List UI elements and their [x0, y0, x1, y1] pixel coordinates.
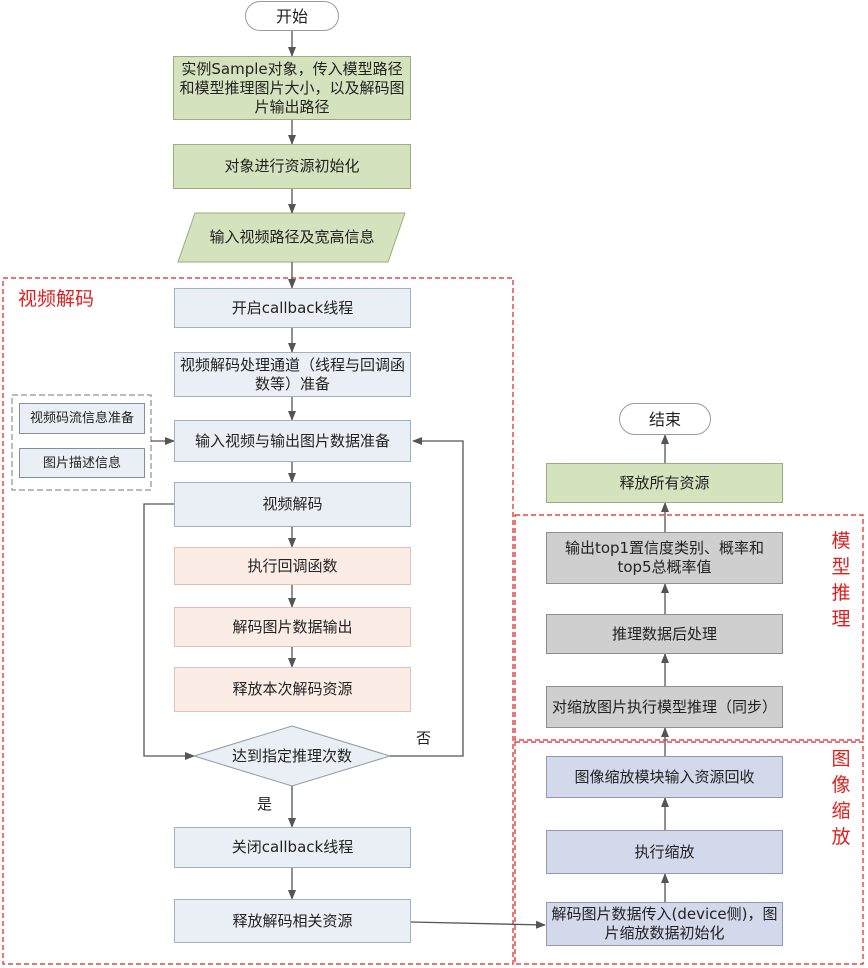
decision-node: 达到指定推理次数 — [200, 741, 384, 771]
group-model-infer-frame — [514, 514, 864, 741]
group-video-decode-frame — [2, 277, 514, 965]
step-video-decode: 视频解码 — [174, 482, 411, 527]
step-decode-output-label: 解码图片数据输出 — [232, 617, 353, 636]
side-input-image-desc: 图片描述信息 — [19, 448, 145, 478]
step-resize-recycle-label: 图像缩放模块输入资源回收 — [574, 767, 755, 786]
step-release-all: 释放所有资源 — [546, 463, 783, 503]
step-release-decode-once: 释放本次解码资源 — [174, 667, 411, 712]
step-model-infer: 对缩放图片执行模型推理（同步） — [546, 686, 783, 728]
branch-no-label: 否 — [416, 729, 432, 747]
step-decode-to-device-label: 解码图片数据传入(device侧)，图片缩放数据初始化 — [551, 905, 778, 942]
step-decode-channel-label: 视频解码处理通道（线程与回调函数等）准备 — [179, 355, 405, 393]
side-input-stream-info-label: 视频码流信息准备 — [29, 411, 134, 426]
end-label: 结束 — [648, 409, 681, 429]
step-init-resources-label: 对象进行资源初始化 — [224, 157, 360, 175]
step-exec-callback-label: 执行回调函数 — [247, 556, 338, 575]
side-input-stream-info: 视频码流信息准备 — [19, 403, 145, 434]
start-terminal: 开始 — [245, 1, 339, 31]
input-parallelogram — [177, 212, 406, 263]
step-post-process-label: 推理数据后处理 — [611, 624, 717, 643]
step-output-top-label: 输出top1置信度类别、概率和top5总概率值 — [564, 539, 765, 576]
step-start-callback-label: 开启callback线程 — [231, 298, 354, 317]
step-init-resources: 对象进行资源初始化 — [173, 144, 411, 189]
side-input-image-desc-label: 图片描述信息 — [42, 455, 121, 471]
step-close-callback: 关闭callback线程 — [174, 827, 411, 868]
step-resize-recycle: 图像缩放模块输入资源回收 — [546, 756, 783, 798]
end-terminal: 结束 — [619, 403, 711, 435]
step-decode-channel: 视频解码处理通道（线程与回调函数等）准备 — [174, 352, 411, 397]
arrow-no-loop-back — [390, 437, 464, 757]
step-create-sample: 实例Sample对象，传入模型路径和模型推理图片大小，以及解码图片输出路径 — [173, 56, 411, 120]
group-image-resize-label: 图像缩放 — [826, 746, 856, 850]
step-release-decode-once-label: 释放本次解码资源 — [232, 680, 353, 698]
group-model-infer-text: 模型推理 — [831, 530, 851, 630]
step-start-callback: 开启callback线程 — [174, 288, 411, 328]
step-input-video-label: 输入视频路径及宽高信息 — [209, 228, 375, 246]
step-decode-to-device: 解码图片数据传入(device侧)，图片缩放数据初始化 — [546, 902, 783, 946]
step-io-prepare-label: 输入视频与输出图片数据准备 — [194, 431, 390, 450]
step-io-prepare: 输入视频与输出图片数据准备 — [174, 420, 411, 462]
group-model-infer-label: 模型推理 — [826, 528, 856, 632]
branch-yes-label: 是 — [257, 795, 273, 813]
step-release-decode-label: 释放解码相关资源 — [232, 911, 353, 930]
step-exec-resize: 执行缩放 — [546, 830, 783, 874]
group-video-decode-label: 视频解码 — [18, 288, 95, 310]
arrow-release-to-device — [410, 920, 546, 929]
step-exec-callback: 执行回调函数 — [174, 547, 411, 585]
group-image-resize-text: 图像缩放 — [831, 748, 851, 848]
step-input-video: 输入视频路径及宽高信息 — [180, 213, 404, 262]
step-model-infer-label: 对缩放图片执行模型推理（同步） — [551, 697, 777, 716]
arrow-decode-to-decision — [143, 503, 195, 760]
step-create-sample-label: 实例Sample对象，传入模型路径和模型推理图片大小，以及解码图片输出路径 — [179, 59, 405, 116]
start-label: 开始 — [275, 6, 308, 26]
step-release-decode: 释放解码相关资源 — [174, 899, 411, 943]
step-output-top: 输出top1置信度类别、概率和top5总概率值 — [546, 532, 783, 584]
group-image-resize-frame — [514, 741, 864, 965]
step-close-callback-label: 关闭callback线程 — [231, 838, 354, 856]
step-post-process: 推理数据后处理 — [546, 614, 783, 654]
step-exec-resize-label: 执行缩放 — [634, 842, 695, 861]
step-release-all-label: 释放所有资源 — [619, 473, 710, 492]
decision-label: 达到指定推理次数 — [231, 746, 352, 765]
step-decode-output: 解码图片数据输出 — [174, 607, 411, 647]
step-video-decode-label: 视频解码 — [262, 495, 323, 513]
